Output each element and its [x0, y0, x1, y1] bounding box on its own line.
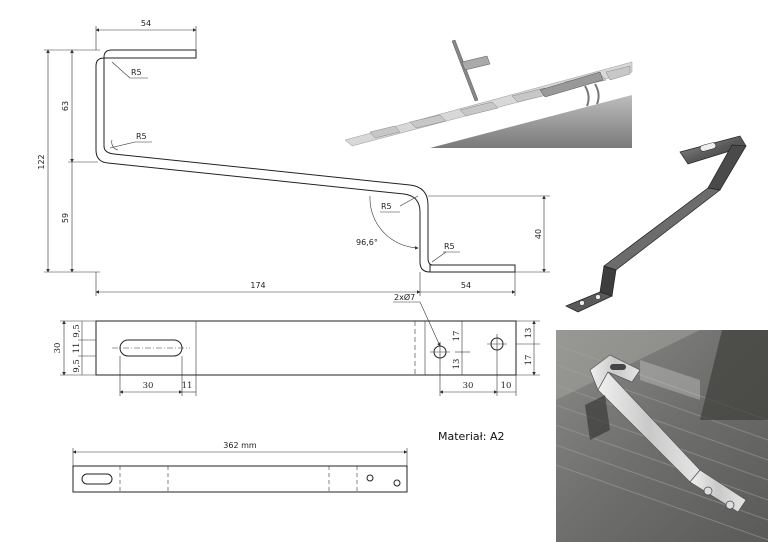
top-view: 2xØ7 30 9,5 11 9,5 30 11 17 13 13 17: [53, 292, 540, 396]
dim-slot-len: 30: [143, 381, 154, 391]
dim-hole-gap: 30: [463, 381, 474, 391]
top-view-outline: [95, 320, 517, 376]
dim-hole-end: 10: [501, 381, 512, 391]
dim-left-b: 11: [72, 343, 82, 354]
dim-left-c: 9,5: [72, 359, 82, 373]
dim-total-height: 122: [37, 154, 46, 169]
dim-slot-gap: 11: [182, 381, 193, 391]
angle-label: 96,6°: [356, 238, 378, 247]
foot-plate: [429, 264, 516, 273]
dim-left-height: 30: [53, 343, 63, 354]
flat-hole-right: [393, 479, 401, 487]
dim-right-17b: 17: [524, 355, 534, 366]
dim-left-a: 9,5: [72, 324, 82, 338]
dim-right-13b: 13: [524, 328, 534, 339]
roof-render-image: [344, 39, 633, 148]
radius-foot-label: R5: [444, 242, 455, 251]
radius-top-label: R5: [131, 68, 142, 77]
radius-bend-label: R5: [381, 202, 392, 211]
flat-view-outline: [72, 465, 408, 493]
installation-photo: [555, 330, 768, 542]
dim-right-17a: 17: [452, 331, 462, 342]
side-view: 54 122 63 59 R5 R5 R5 R5 96,6° 40: [37, 19, 550, 296]
dim-lower-height: 59: [61, 213, 70, 223]
dim-top-width: 54: [141, 19, 151, 28]
bracket-profile-outer: [95, 49, 516, 273]
dim-step-height: 40: [534, 229, 543, 239]
dim-upper-height: 63: [61, 101, 70, 111]
flat-hole-left: [366, 474, 374, 482]
dim-run-length: 174: [250, 281, 265, 290]
flat-view: 362 mm: [72, 441, 408, 493]
radius-mid-label: R5: [136, 132, 147, 141]
dim-foot-length: 54: [461, 281, 471, 290]
hole-callout: 2xØ7: [394, 292, 415, 302]
flat-total-length: 362 mm: [223, 441, 257, 450]
flat-slot: [81, 473, 113, 485]
dim-right-13a: 13: [452, 359, 462, 370]
material-label: Materiał: A2: [438, 430, 504, 443]
bracket-3d-render-image: [565, 135, 747, 313]
